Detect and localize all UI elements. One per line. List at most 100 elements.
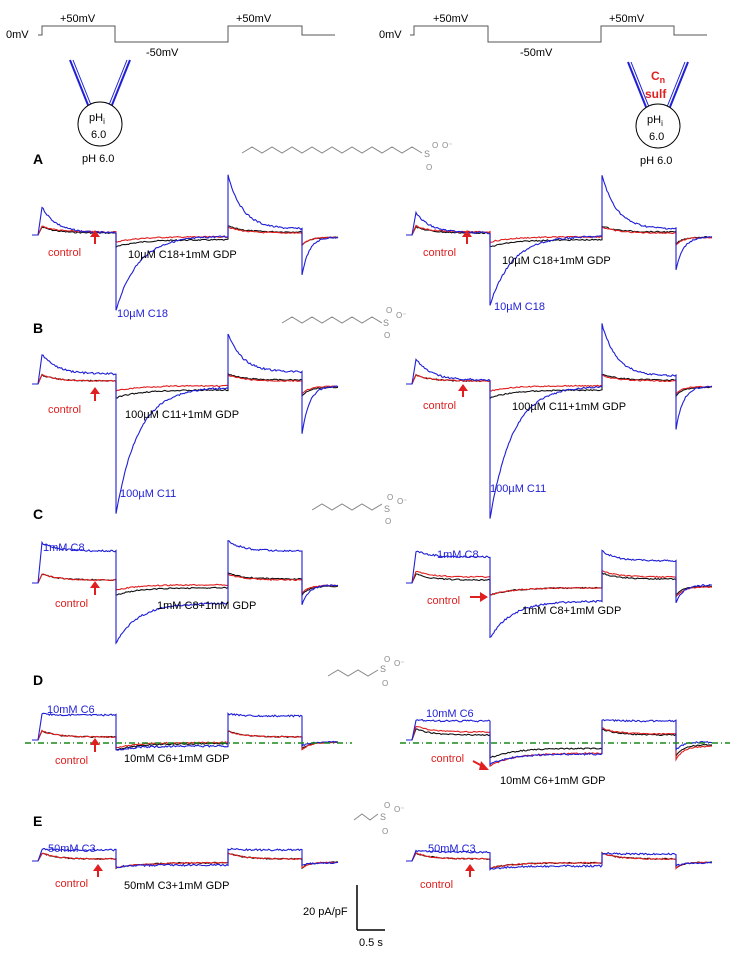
trace-drug-right bbox=[406, 175, 713, 306]
trace-drug-right bbox=[406, 549, 712, 639]
svg-text:Cn: Cn bbox=[651, 69, 665, 85]
control-label: control bbox=[431, 753, 464, 765]
gdp-label: 10µM C18+1mM GDP bbox=[128, 249, 237, 261]
protocol-step2-label: -50mV bbox=[146, 47, 179, 59]
svg-text:S: S bbox=[384, 504, 390, 514]
control-label: control bbox=[55, 755, 88, 767]
molecule-c3-icon: S O O⁻ O bbox=[353, 801, 404, 836]
panel-letter: A bbox=[33, 151, 43, 167]
trace-control-left bbox=[32, 572, 339, 595]
drug-label: 100µM C11 bbox=[490, 483, 546, 495]
svg-text:O⁻: O⁻ bbox=[397, 497, 407, 506]
arrow-icon bbox=[462, 230, 472, 244]
gdp-label: 50mM C3+1mM GDP bbox=[124, 880, 229, 892]
molecule-c8-icon: S O O⁻ O bbox=[311, 493, 407, 526]
svg-text:O⁻: O⁻ bbox=[396, 311, 406, 320]
arrow-icon bbox=[90, 581, 100, 595]
panel-letter: B bbox=[33, 320, 43, 336]
trace-drug-left bbox=[32, 847, 339, 869]
gdp-label: 1mM C8+1mM GDP bbox=[157, 600, 256, 612]
protocol-step2-label: -50mV bbox=[520, 47, 553, 59]
bath-ph-label: pH 6.0 bbox=[82, 153, 114, 165]
trace-control-right bbox=[406, 224, 713, 247]
trace-drug-right bbox=[406, 718, 713, 766]
control-label: control bbox=[427, 595, 460, 607]
gdp-label: 10mM C6+1mM GDP bbox=[124, 753, 229, 765]
cell-diagram-right: Cn sulf pHi 6.0 pH 6.0 bbox=[627, 61, 689, 167]
drug-label: 10µM C18 bbox=[117, 308, 168, 320]
svg-text:pHi: pHi bbox=[89, 112, 105, 126]
gdp-label: 10mM C6+1mM GDP bbox=[500, 775, 605, 787]
arrow-icon bbox=[465, 864, 475, 877]
drug-label: 1mM C8 bbox=[437, 549, 479, 561]
cell-ph-value: 6.0 bbox=[649, 131, 664, 143]
control-arrows bbox=[90, 230, 489, 877]
drug-label: 10mM C6 bbox=[47, 704, 95, 716]
drug-label: 10mM C6 bbox=[426, 708, 474, 720]
panels bbox=[25, 174, 730, 871]
svg-text:O: O bbox=[432, 141, 438, 150]
bath-ph-label: pH 6.0 bbox=[640, 155, 672, 167]
trace-gdp-left bbox=[32, 571, 339, 598]
trace-drug-left bbox=[32, 333, 339, 514]
trace-drug-right bbox=[406, 849, 713, 871]
cell-ph-value: 6.0 bbox=[91, 129, 106, 141]
trace-gdp-right bbox=[406, 728, 713, 759]
drug-label: 10µM C18 bbox=[494, 301, 545, 313]
molecule-c6-icon: S O O⁻ O bbox=[327, 655, 404, 688]
svg-text:O: O bbox=[382, 679, 388, 688]
arrow-icon bbox=[90, 230, 100, 244]
svg-text:S: S bbox=[380, 664, 386, 674]
molecule-c11-icon: S O O⁻ O bbox=[281, 306, 406, 340]
arrow-icon bbox=[472, 760, 489, 770]
control-label: control bbox=[48, 404, 81, 416]
arrow-icon bbox=[458, 384, 468, 397]
svg-text:O: O bbox=[385, 517, 391, 526]
control-label: control bbox=[55, 598, 88, 610]
svg-text:O: O bbox=[426, 163, 432, 172]
svg-text:O: O bbox=[387, 493, 393, 502]
trace-drug-left bbox=[32, 712, 339, 751]
protocol-right: 0mV +50mV -50mV +50mV bbox=[379, 13, 707, 59]
control-label: control bbox=[420, 879, 453, 891]
panel-letter: E bbox=[33, 813, 42, 829]
scale-x-label: 0.5 s bbox=[359, 937, 383, 949]
trace-control-left bbox=[32, 225, 339, 246]
trace-control-left bbox=[32, 852, 339, 869]
scale-bar: 20 pA/pF 0.5 s bbox=[303, 885, 385, 949]
protocol-step3-label: +50mV bbox=[236, 13, 272, 25]
control-label: control bbox=[423, 247, 456, 259]
cell-diagram-left: pHi 6.0 pH 6.0 bbox=[69, 59, 131, 165]
molecule-c18-icon: S O O⁻ O bbox=[241, 141, 452, 172]
protocol-step1-label: +50mV bbox=[433, 13, 469, 25]
svg-text:S: S bbox=[380, 812, 386, 822]
drug-label: 50mM C3 bbox=[48, 843, 96, 855]
gdp-label: 10µM C18+1mM GDP bbox=[502, 255, 611, 267]
trace-gdp-left bbox=[32, 225, 339, 249]
arrow-icon bbox=[90, 738, 100, 752]
protocol-left: 0mV +50mV -50mV +50mV bbox=[6, 13, 335, 59]
trace-drug-left bbox=[32, 174, 339, 311]
drug-label: 100µM C11 bbox=[120, 488, 176, 500]
gdp-label: 1mM C8+1mM GDP bbox=[522, 605, 621, 617]
trace-control-right bbox=[406, 373, 713, 396]
gdp-label: 100µM C11+1mM GDP bbox=[512, 401, 626, 413]
trace-control-right bbox=[406, 852, 712, 870]
arrow-icon bbox=[90, 387, 100, 401]
control-label: control bbox=[423, 400, 456, 412]
drug-label: 50mM C3 bbox=[428, 843, 476, 855]
control-label: control bbox=[55, 878, 88, 890]
svg-text:O: O bbox=[384, 801, 390, 810]
trace-gdp-right bbox=[406, 571, 713, 596]
drug-label: 1mM C8 bbox=[43, 542, 85, 554]
trace-gdp-left bbox=[32, 372, 339, 399]
sulf-label: sulf bbox=[645, 87, 667, 101]
trace-drug-right bbox=[406, 323, 713, 519]
control-label: control bbox=[48, 247, 81, 259]
svg-text:O⁻: O⁻ bbox=[394, 659, 404, 668]
trace-control-right bbox=[406, 569, 713, 598]
arrow-icon bbox=[470, 592, 488, 602]
arrow-icon bbox=[93, 864, 103, 877]
svg-text:O⁻: O⁻ bbox=[394, 805, 404, 814]
